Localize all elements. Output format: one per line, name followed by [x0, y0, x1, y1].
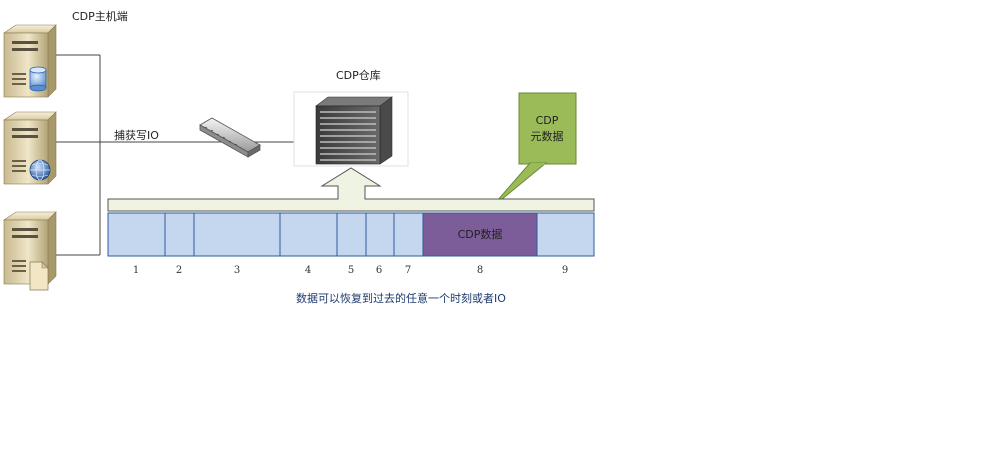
- metadata-label-line2: 元数据: [531, 129, 564, 143]
- timeline-segment-3: [193, 212, 281, 257]
- timeline-segment-2: [164, 212, 195, 257]
- server-globe-icon: [3, 111, 57, 185]
- timeline-segment-5: [336, 212, 367, 257]
- network-switch-icon: [199, 117, 261, 158]
- database-icon: [29, 66, 47, 92]
- globe-icon: [29, 159, 51, 181]
- timeline-segment-7: [393, 212, 424, 257]
- segment-numbers: 1 2 3 4 5 6 7 8 9: [133, 265, 568, 276]
- document-icon: [29, 261, 49, 291]
- segment-number-2: 2: [176, 265, 182, 276]
- server-document-icon: [3, 211, 57, 291]
- repository-label: CDP仓库: [336, 68, 381, 82]
- timeline-segment-8: [422, 212, 538, 257]
- segment-number-5: 5: [348, 265, 354, 276]
- metadata-label-line1: CDP: [536, 114, 559, 127]
- segment-number-9: 9: [562, 265, 568, 276]
- timeline-segment-6: [365, 212, 395, 257]
- capture-io-label: 捕获写IO: [114, 128, 159, 142]
- recovery-caption: 数据可以恢复到过去的任意一个时刻或者IO: [296, 291, 506, 305]
- hosts-label: CDP主机端: [72, 9, 128, 23]
- segment-number-1: 1: [133, 265, 139, 276]
- upward-arrow: [107, 167, 595, 212]
- segment-number-6: 6: [376, 265, 382, 276]
- host-connectors: [55, 54, 308, 256]
- segment-number-8: 8: [477, 265, 483, 276]
- segment-number-3: 3: [234, 265, 240, 276]
- timeline-segment-1: [107, 212, 166, 257]
- timeline-segment-9: [536, 212, 595, 257]
- server-database-icon: [3, 24, 57, 98]
- cdp-data-label: CDP数据: [458, 227, 503, 241]
- segment-number-4: 4: [305, 265, 311, 276]
- metadata-callout: CDP 元数据: [489, 92, 577, 210]
- storage-array-icon: [293, 91, 409, 167]
- timeline-segment-4: [279, 212, 338, 257]
- segment-number-7: 7: [405, 265, 411, 276]
- timeline-bar: CDP数据: [107, 212, 595, 257]
